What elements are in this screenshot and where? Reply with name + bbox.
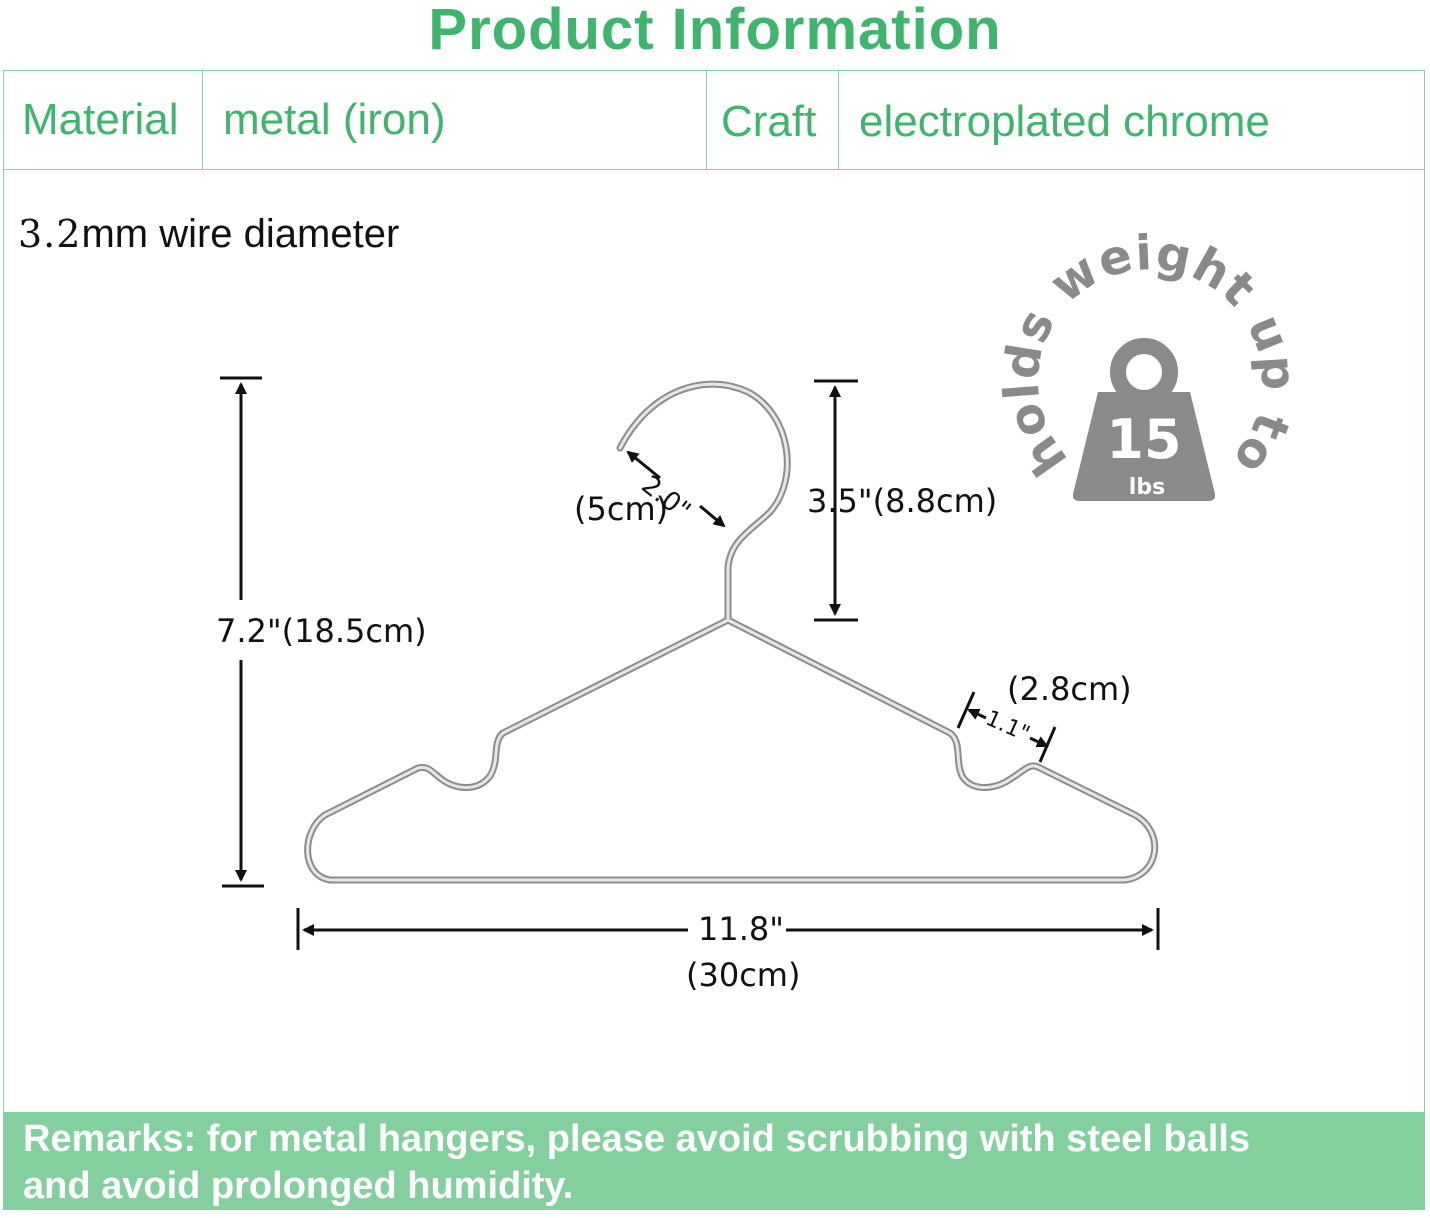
remarks-banner: Remarks: for metal hangers, please avoid… xyxy=(3,1112,1425,1210)
badge-value: 15 xyxy=(1106,408,1181,471)
total-height-label: 7.2"(18.5cm) xyxy=(216,612,427,650)
weight-icon xyxy=(1072,392,1216,501)
width-dimension xyxy=(296,908,1160,950)
notch-cm-label: (2.8cm) xyxy=(1007,670,1132,708)
hook-height-label: 3.5"(8.8cm) xyxy=(807,482,998,520)
notch-dimension xyxy=(956,691,1057,763)
spec-table-row: Material metal (iron) Craft electroplate… xyxy=(3,70,1425,170)
material-label: Material xyxy=(4,71,203,169)
width-inch-label: 11.8" xyxy=(698,910,784,948)
hook-diameter-dimension xyxy=(626,450,726,528)
total-height-dimension xyxy=(220,376,264,888)
hook-height-dimension xyxy=(814,379,858,622)
craft-value: electroplated chrome xyxy=(859,97,1270,146)
hook-cm-label: (5cm) xyxy=(574,490,669,528)
craft-label: Craft xyxy=(707,71,839,169)
hanger-illustration xyxy=(304,380,1159,884)
remarks-line-2: and avoid prolonged humidity. xyxy=(23,1165,574,1207)
weight-badge: holds weight up to 15 lbs xyxy=(993,225,1306,501)
width-cm-label: (30cm) xyxy=(686,956,801,994)
badge-unit: lbs xyxy=(1129,475,1165,500)
wire-diameter-label: 3.2mm wire diameter xyxy=(18,212,399,257)
wire-diameter-text: mm wire diameter xyxy=(81,212,400,256)
weight-ring xyxy=(1110,338,1178,406)
wire-diameter-value: 3.2 xyxy=(18,212,82,256)
remarks-line-1: Remarks: for metal hangers, please avoid… xyxy=(23,1118,1250,1160)
material-value: metal (iron) xyxy=(203,71,707,169)
page-title: Product Information xyxy=(428,0,1002,62)
